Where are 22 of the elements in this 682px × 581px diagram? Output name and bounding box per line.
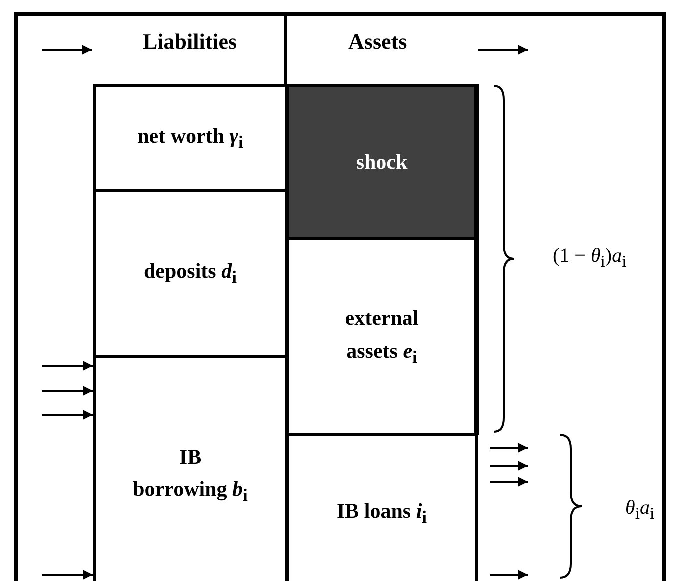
- balance-sheet-cell: [93, 355, 288, 581]
- arrow: [490, 570, 528, 580]
- arrow: [42, 410, 93, 420]
- cell-label: IB loans i$_{i}$: [336, 498, 428, 530]
- cell-label: IB borrowing b$_{i}$: [132, 444, 249, 508]
- cell-label: deposits d$_{i}$: [144, 258, 237, 290]
- arrow: [42, 361, 93, 371]
- balance-sheet-cell: [93, 84, 288, 192]
- column-header: Liabilities: [143, 29, 238, 55]
- cell-label: net worth γ$_{i}$: [138, 122, 244, 154]
- arrow: [42, 570, 93, 580]
- arrow: [490, 477, 528, 487]
- cell-label: shock: [356, 148, 408, 176]
- cell-label: external assets e$_{i}$: [344, 305, 420, 369]
- formula-label: θ$_{i}$a$_{i}$: [626, 496, 655, 524]
- balance-sheet-cell: [93, 189, 288, 358]
- column-header: Assets: [348, 29, 408, 55]
- arrow: [490, 461, 528, 471]
- balance-sheet-cell: [286, 433, 478, 581]
- arrow: [490, 443, 528, 453]
- arrow: [42, 386, 93, 396]
- formula-label: (1 − θ$_{i}$)a$_{i}$: [553, 244, 627, 272]
